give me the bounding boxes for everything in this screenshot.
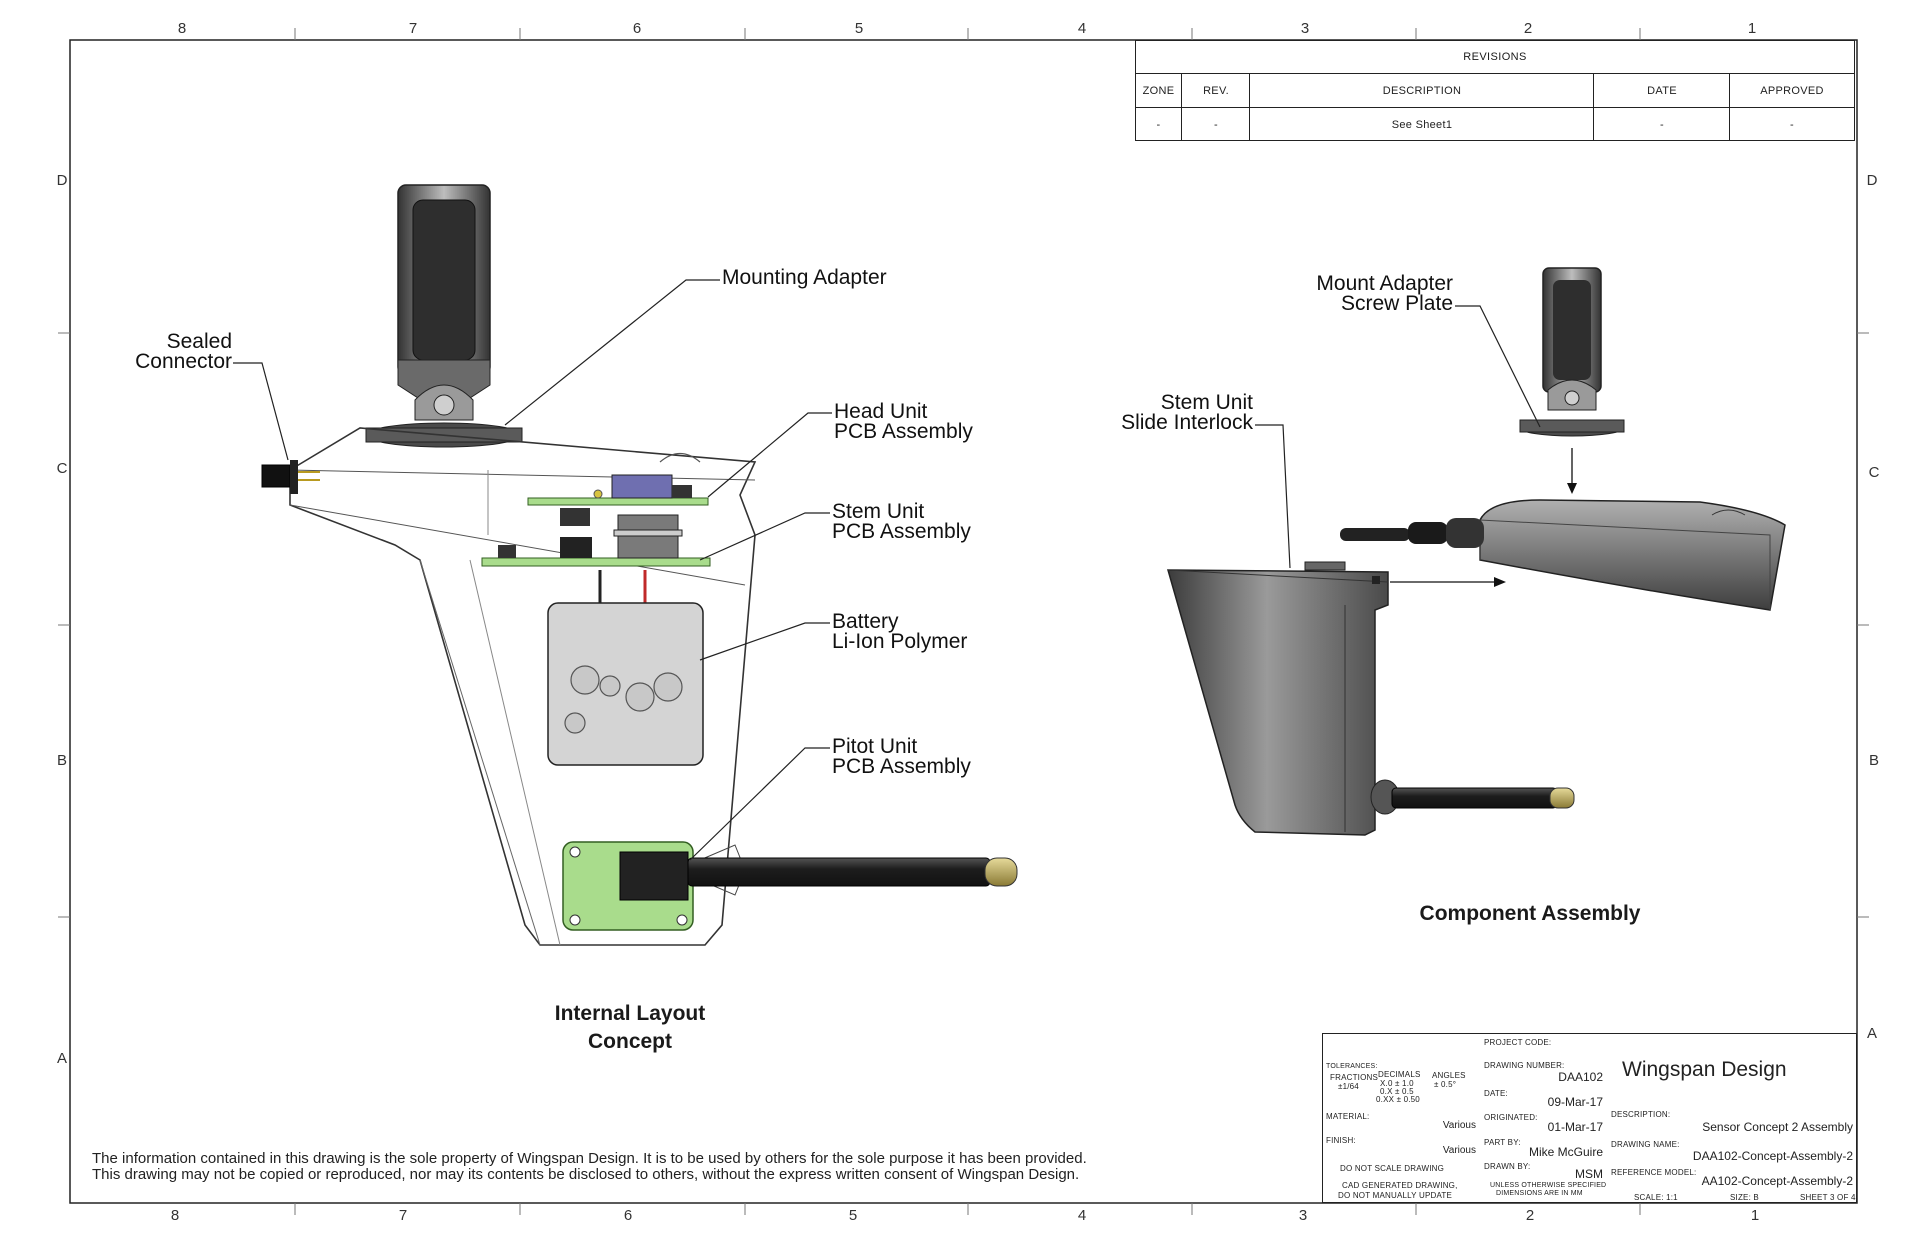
material-value: Various [1442, 1120, 1476, 1131]
callout-mount-adapter-screw-plate: Mount Adapter Screw Plate [1316, 272, 1453, 315]
decimals-label: DECIMALS [1378, 1070, 1421, 1079]
rev-header-rev: REV. [1181, 74, 1250, 108]
drawn-by-value: MSM [1575, 1167, 1603, 1181]
scale-label: SCALE: 1:1 [1634, 1193, 1678, 1202]
date-value: 09-Mar-17 [1547, 1095, 1603, 1109]
zone-col-3-bottom: 3 [1298, 1207, 1308, 1224]
zone-col-7-bottom: 7 [398, 1207, 408, 1224]
zone-col-5-top: 5 [854, 20, 864, 37]
callout-battery: Battery Li-Ion Polymer [832, 610, 968, 653]
rev-header-date: DATE [1593, 74, 1730, 108]
company-name: Wingspan Design [1622, 1058, 1787, 1081]
zone-col-4-bottom: 4 [1077, 1207, 1087, 1224]
drawing-name-value: DAA102-Concept-Assembly-2 [1692, 1149, 1853, 1163]
revisions-title: REVISIONS [1463, 51, 1527, 63]
reference-model-value: AA102-Concept-Assembly-2 [1701, 1174, 1853, 1188]
part-by-label: PART BY: [1484, 1138, 1521, 1147]
callout-sealed-connector: Sealed Connector [135, 330, 232, 373]
material-label: MATERIAL: [1326, 1112, 1370, 1121]
callout-head-unit-pcb: Head Unit PCB Assembly [834, 400, 973, 443]
head-unit [1479, 499, 1786, 611]
fractions-label: FRACTIONS [1330, 1073, 1379, 1082]
size-label: SIZE: B [1730, 1193, 1759, 1202]
rev-description-value: See Sheet1 [1249, 108, 1594, 141]
zone-col-2-bottom: 2 [1525, 1207, 1535, 1224]
view-title-component-assembly: Component Assembly [1419, 902, 1641, 925]
sheet-label: SHEET 3 OF 4 [1800, 1193, 1856, 1202]
drawing-number-label: DRAWING NUMBER: [1484, 1061, 1565, 1070]
decimals-3: 0.XX ± 0.50 [1376, 1095, 1420, 1104]
zone-col-4-top: 4 [1077, 20, 1087, 37]
units-note-1: UNLESS OTHERWISE SPECIFIED [1490, 1182, 1607, 1189]
component-assembly-view [1167, 267, 1786, 836]
units-note-2: DIMENSIONS ARE IN MM [1496, 1190, 1583, 1197]
decimals-2: 0.X ± 0.5 [1380, 1087, 1414, 1096]
view-title-internal-layout: Internal Layout Concept [554, 1002, 706, 1053]
zone-col-5-bottom: 5 [848, 1207, 858, 1224]
rev-date-value: - [1593, 108, 1730, 141]
fractions-value: ±1/64 [1338, 1082, 1359, 1091]
drawing-number-value: DAA102 [1558, 1070, 1603, 1084]
callout-stem-unit-slide-interlock: Stem Unit Slide Interlock [1121, 391, 1253, 434]
sealed-connector [261, 464, 291, 488]
assembly-pitot-tube [1391, 787, 1558, 809]
date-label: DATE: [1484, 1089, 1508, 1098]
do-not-scale: DO NOT SCALE DRAWING [1340, 1164, 1445, 1173]
zone-col-8-bottom: 8 [170, 1207, 180, 1224]
callout-pitot-unit-pcb: Pitot Unit PCB Assembly [832, 735, 971, 778]
revisions-table: REVISIONS ZONE REV. DESCRIPTION DATE APP… [1135, 40, 1855, 141]
rev-header-description: DESCRIPTION [1249, 74, 1594, 108]
zone-row-a-left: A [56, 1050, 67, 1067]
part-by-value: Mike McGuire [1528, 1145, 1603, 1159]
reference-model-label: REFERENCE MODEL: [1611, 1168, 1697, 1177]
rev-header-approved: APPROVED [1729, 74, 1854, 108]
zone-row-b-right: B [1868, 752, 1879, 769]
tolerances-label: TOLERANCES: [1326, 1063, 1378, 1070]
zone-col-6-top: 6 [632, 20, 642, 37]
zone-row-c-left: C [56, 460, 68, 477]
angles-label: ANGLES [1432, 1071, 1466, 1080]
description-value: Sensor Concept 2 Assembly [1702, 1120, 1853, 1134]
originated-value: 01-Mar-17 [1547, 1120, 1603, 1134]
originated-label: ORIGINATED: [1484, 1113, 1538, 1122]
rev-header-zone: ZONE [1142, 85, 1175, 97]
finish-label: FINISH: [1326, 1136, 1356, 1145]
cad-generated-2: DO NOT MANUALLY UPDATE [1338, 1191, 1453, 1200]
zone-col-1-top: 1 [1747, 20, 1757, 37]
drawing-name-label: DRAWING NAME: [1611, 1140, 1680, 1149]
zone-row-c-right: C [1868, 464, 1880, 481]
stem-unit-pcb [481, 557, 711, 567]
callout-mounting-adapter: Mounting Adapter [722, 266, 887, 289]
zone-row-d-left: D [56, 172, 68, 189]
decimals-1: X.0 ± 1.0 [1380, 1079, 1414, 1088]
rev-approved-value: - [1729, 108, 1854, 141]
angles-value: ± 0.5° [1434, 1080, 1457, 1089]
rev-rev-value: - [1181, 108, 1250, 141]
zone-row-a-right: A [1866, 1025, 1877, 1042]
pitot-tube [687, 857, 991, 887]
finish-value: Various [1442, 1145, 1476, 1156]
project-code-label: PROJECT CODE: [1484, 1038, 1552, 1047]
zone-col-3-top: 3 [1300, 20, 1310, 37]
callout-stem-unit-pcb: Stem Unit PCB Assembly [832, 500, 971, 543]
head-unit-pcb [527, 497, 709, 506]
cad-generated-1: CAD GENERATED DRAWING, [1342, 1181, 1458, 1190]
zone-col-8-top: 8 [177, 20, 187, 37]
zone-col-6-bottom: 6 [623, 1207, 633, 1224]
zone-col-2-top: 2 [1523, 20, 1533, 37]
zone-row-d-right: D [1866, 172, 1878, 189]
zone-col-7-top: 7 [408, 20, 418, 37]
internal-layout-view [261, 184, 1018, 946]
sheet-border [69, 39, 1858, 1204]
zone-col-1-bottom: 1 [1750, 1207, 1760, 1224]
title-block [1322, 1033, 1857, 1203]
battery [547, 602, 704, 766]
description-label: DESCRIPTION: [1611, 1110, 1671, 1119]
stem-body [1167, 569, 1389, 836]
drawn-by-label: DRAWN BY: [1484, 1162, 1531, 1171]
housing-outline [289, 427, 757, 946]
zone-row-b-left: B [56, 752, 67, 769]
rev-zone-value: - [1156, 118, 1161, 131]
proprietary-notice: The information contained in this drawin… [92, 1150, 1087, 1183]
